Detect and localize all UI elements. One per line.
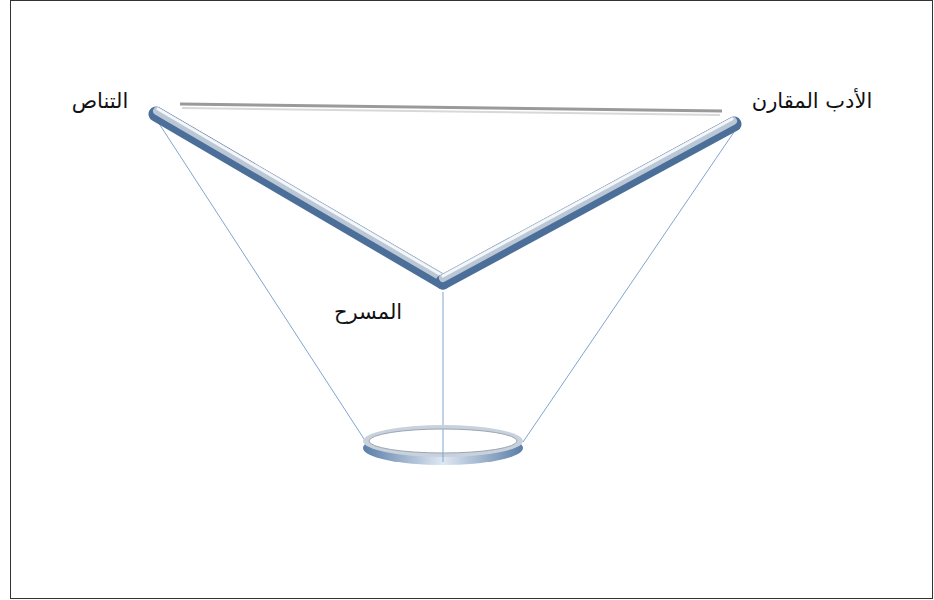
tube bbox=[157, 111, 443, 278]
tube bbox=[443, 119, 732, 276]
projection-line bbox=[443, 292, 444, 462]
corner-label: الأدب المقارن bbox=[752, 89, 873, 114]
frame bbox=[11, 1, 933, 599]
tube bbox=[443, 121, 733, 278]
corner-label: المسرح bbox=[334, 300, 402, 325]
top-bar bbox=[182, 108, 720, 115]
projection-line bbox=[443, 429, 444, 462]
corner-label: التناص bbox=[72, 89, 129, 114]
tube bbox=[158, 109, 443, 276]
